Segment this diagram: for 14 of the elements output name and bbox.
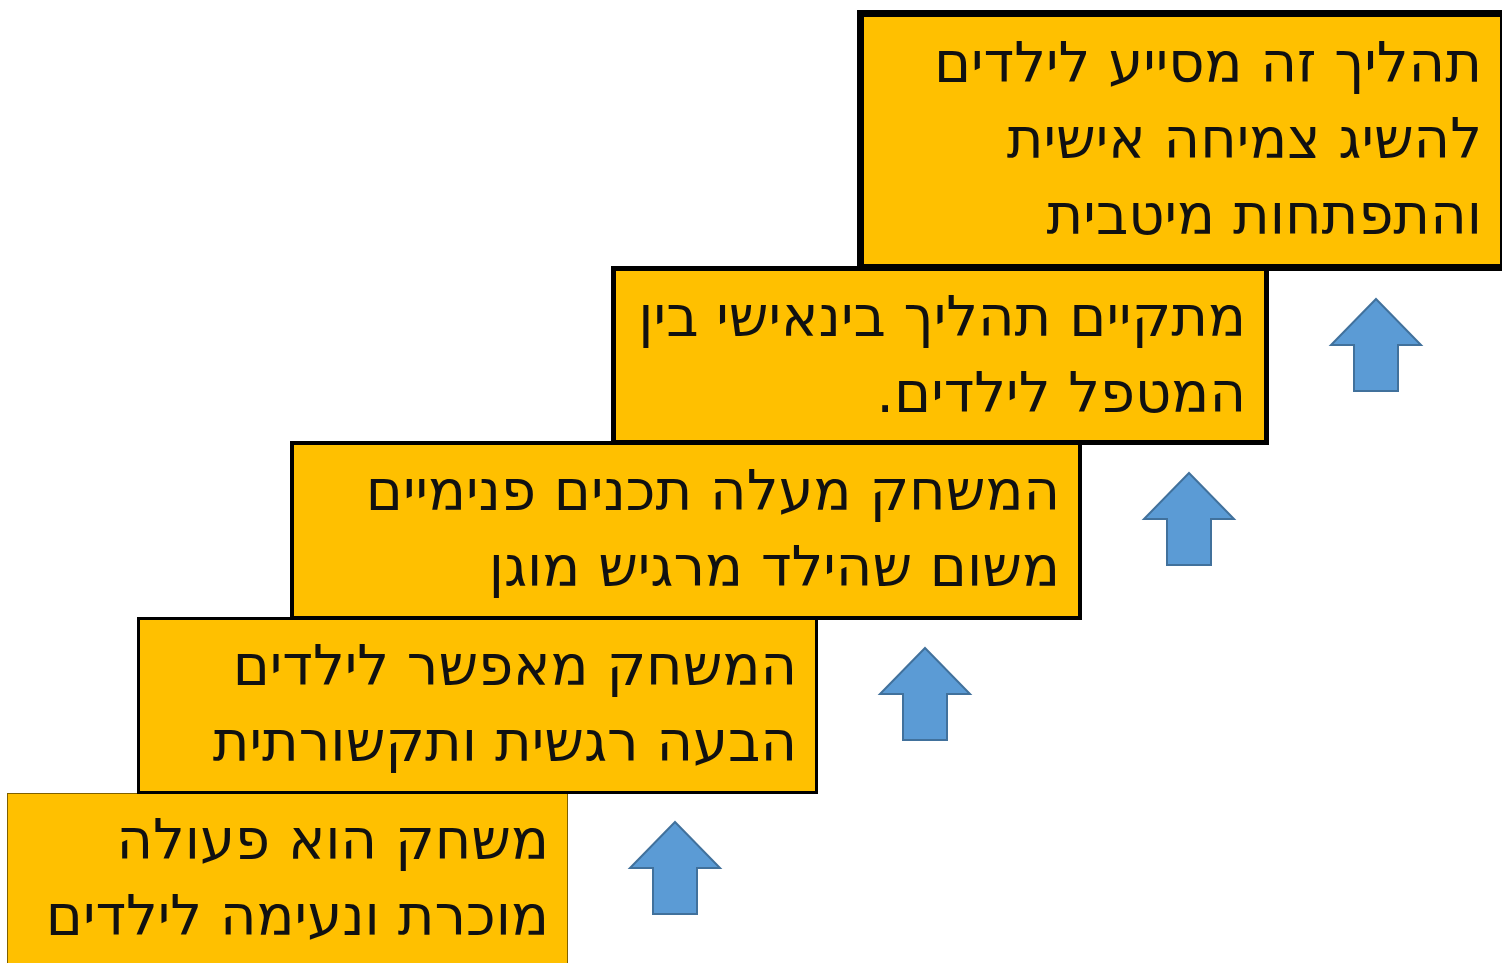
step-text: המשחק מאפשר לילדים הבעה רגשית ותקשורתית bbox=[211, 632, 797, 776]
up-arrow bbox=[877, 646, 973, 741]
step-box bbox=[290, 441, 1082, 620]
step-box bbox=[7, 793, 568, 963]
up-arrow bbox=[1141, 471, 1237, 566]
step-text: משחק הוא פעולה מוכרת ונעימה לילדים bbox=[44, 806, 549, 950]
up-arrow bbox=[627, 820, 723, 915]
step-text: המשחק מעלה תכנים פנימיים משום שהילד מרגיש מוגן bbox=[364, 457, 1060, 601]
up-arrow bbox=[1328, 297, 1424, 392]
step-box bbox=[857, 10, 1502, 271]
step-box bbox=[137, 617, 818, 794]
step-text: תהליך זה מסייע לילדים להשיג צמיחה אישית והתפתחות מיטבית bbox=[932, 29, 1482, 249]
step-text: מתקיים תהליך בינאישי בין המטפל לילדים. bbox=[637, 283, 1246, 427]
step-box bbox=[611, 266, 1269, 445]
